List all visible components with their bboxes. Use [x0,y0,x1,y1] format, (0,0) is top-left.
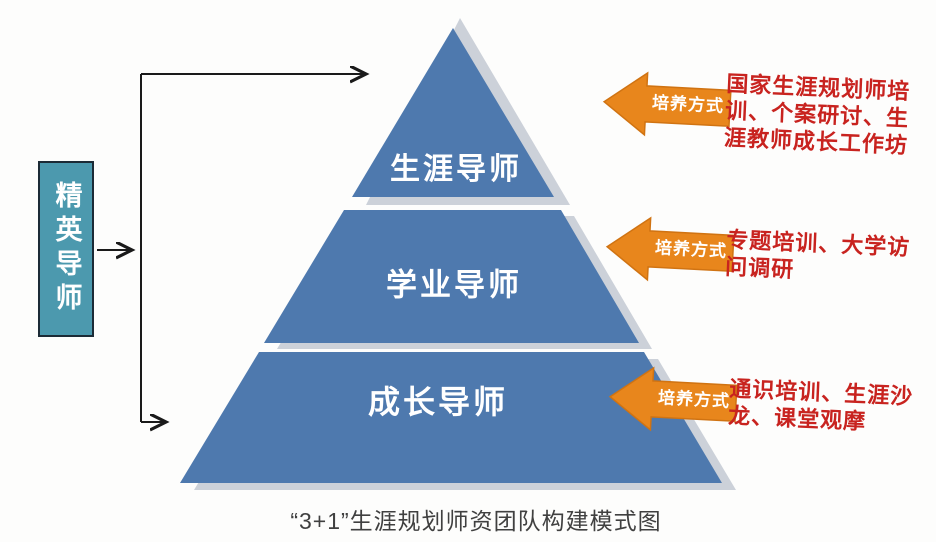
training-arrow-2 [605,216,735,282]
training-arrow-1 [602,71,732,137]
training-arrow1-label: 培养方式 [651,93,725,116]
pyramid-tier3-label: 成长导师 [367,384,509,420]
left-block-arrow-icon [608,366,738,432]
pyramid-tier1-label: 生涯导师 [390,153,522,186]
left-block-arrow-icon [602,71,732,137]
training-arrow-3 [608,366,738,432]
pyramid-tier2-shape [264,210,639,343]
elite-mentor-box: 精英导师 [38,161,94,337]
training-arrow2-label: 培养方式 [654,238,728,261]
training-description-3: 通识培训、生涯沙龙、课堂观摩 [727,375,914,434]
elite-mentor-label: 精英导师 [51,181,82,317]
diagram-caption: “3+1”生涯规划师资团队构建模式图 [290,508,662,534]
training-description-1: 国家生涯规划师培训、个案研讨、生涯教师成长工作坊 [723,70,911,158]
pyramid-tier2-label: 学业导师 [386,267,522,303]
training-description-2: 专题培训、大学访问调研 [724,226,911,282]
pyramid-tier1-shape [352,28,554,197]
pyramid-tier3-shape [180,352,722,483]
training-arrow3-label: 培养方式 [657,388,731,411]
left-block-arrow-icon [605,216,735,282]
